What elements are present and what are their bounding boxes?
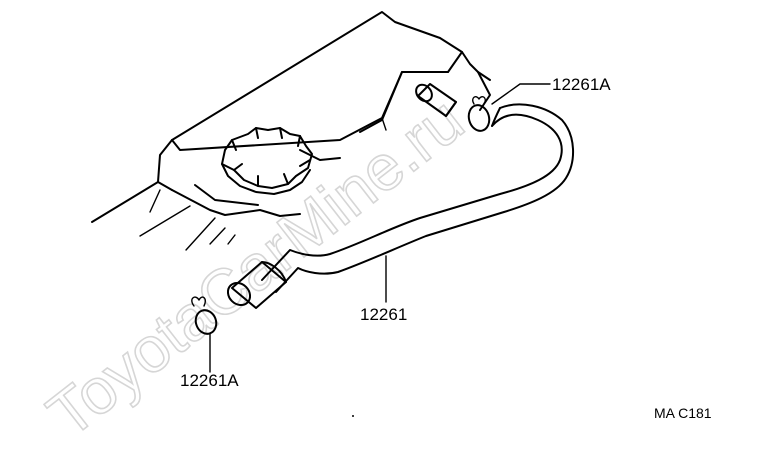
- callout-clamp-lower: 12261A: [180, 371, 239, 390]
- hose-fitting-nipple: [415, 83, 457, 117]
- engine-cover: [91, 11, 491, 251]
- clamp-lower: [191, 296, 218, 335]
- diagram-code: MA C181: [654, 405, 712, 421]
- ventilation-hose: [226, 103, 575, 309]
- callout-clamp-upper: 12261A: [552, 75, 611, 94]
- oil-filler-cap: [221, 127, 313, 195]
- clamp-upper: [467, 96, 491, 132]
- callout-hose: 12261: [360, 305, 407, 324]
- leader-lines: [209, 83, 551, 373]
- speck: [352, 415, 354, 417]
